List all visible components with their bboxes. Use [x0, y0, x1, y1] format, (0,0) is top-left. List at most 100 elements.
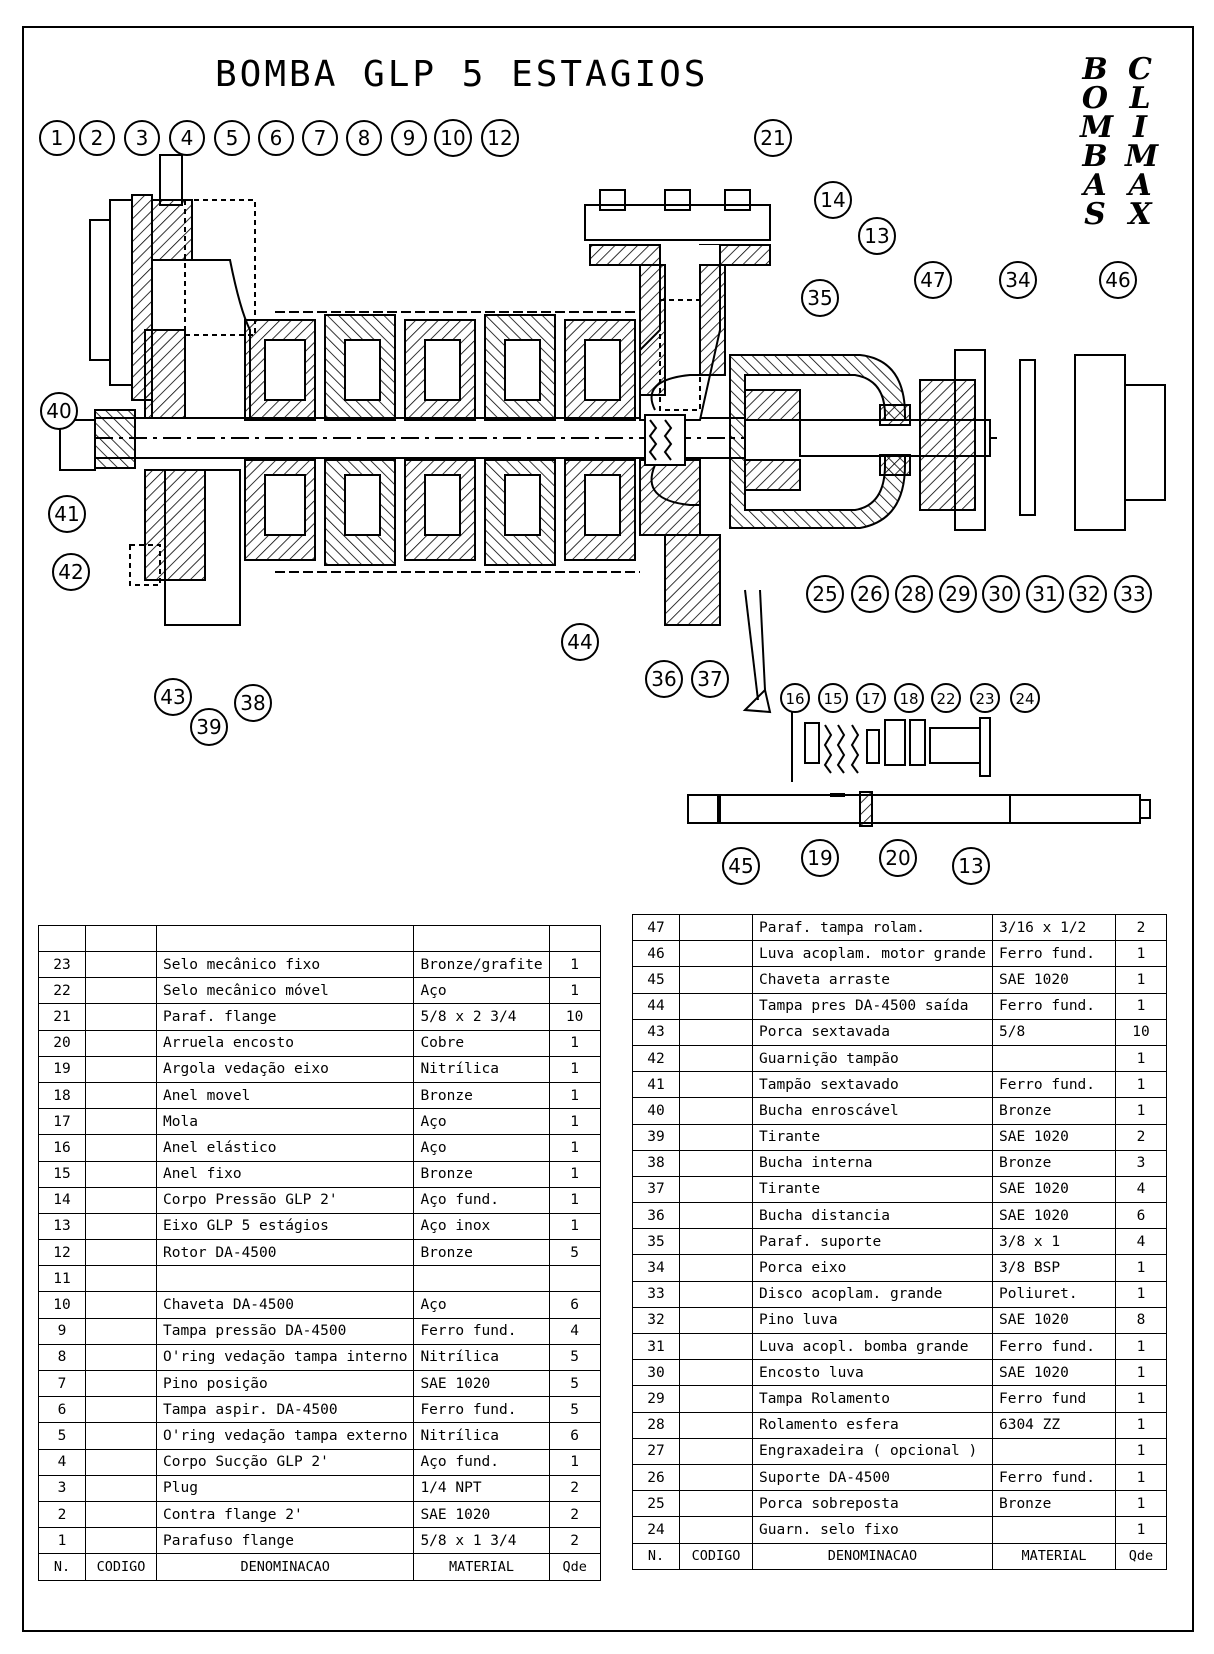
part-material: Poliuret. — [991, 1280, 1116, 1308]
column-header: DENOMINACAO — [752, 1542, 993, 1570]
part-material: 5/8 x 2 3/4 — [413, 1003, 550, 1031]
part-description — [155, 1265, 415, 1293]
part-quantity: 1 — [548, 1081, 601, 1110]
brand-letter: S — [1084, 197, 1106, 232]
part-material: SAE 1020 — [991, 1202, 1116, 1230]
callout-number: 33 — [1120, 582, 1145, 606]
callout-bubble: 18 — [894, 683, 924, 713]
part-code — [85, 1317, 157, 1345]
brand-letter: M — [1125, 139, 1159, 174]
part-material: Nitrílica — [413, 1055, 550, 1083]
callout-bubble: 43 — [154, 678, 192, 716]
callout-number: 18 — [899, 690, 918, 708]
part-quantity: 4 — [548, 1317, 601, 1345]
part-description: Porca eixo — [752, 1254, 993, 1282]
part-code — [85, 1448, 157, 1476]
callout-bubble: 41 — [48, 495, 86, 533]
part-quantity: 2 — [1114, 913, 1167, 942]
part-code — [679, 1385, 753, 1413]
part-material: Bronze — [991, 1149, 1116, 1177]
part-number: 29 — [632, 1385, 680, 1413]
part-quantity: 8 — [1114, 1306, 1167, 1335]
part-number: 25 — [632, 1490, 680, 1518]
callout-number: 46 — [1105, 268, 1130, 292]
part-description: O'ring vedação tampa interno — [155, 1343, 415, 1372]
callout-number: 28 — [901, 582, 926, 606]
table-blank-row — [38, 925, 601, 952]
part-code — [679, 1280, 753, 1308]
part-quantity: 1 — [548, 1212, 601, 1241]
part-quantity: 5 — [548, 1396, 601, 1424]
part-code — [679, 940, 753, 968]
drawing-frame — [22, 26, 1194, 1632]
callout-number: 5 — [226, 126, 239, 150]
callout-bubble: 28 — [895, 575, 933, 613]
part-number: 16 — [38, 1134, 86, 1162]
part-material: Ferro fund. — [991, 1332, 1116, 1361]
part-description: O'ring vedação tampa externo — [155, 1422, 415, 1450]
part-description: Porca sobreposta — [752, 1490, 993, 1518]
part-description: Anel elástico — [155, 1134, 415, 1162]
part-description: Bucha distancia — [752, 1202, 993, 1230]
part-material — [991, 1437, 1116, 1465]
part-description: Tampa Rolamento — [752, 1385, 993, 1413]
column-header: CODIGO — [679, 1542, 753, 1570]
part-description: Encosto luva — [752, 1359, 993, 1387]
callout-bubble: 8 — [346, 120, 382, 156]
part-quantity: 4 — [1114, 1175, 1167, 1204]
part-description: Paraf. flange — [155, 1003, 415, 1031]
column-header: MATERIAL — [991, 1542, 1116, 1570]
part-material: Nitrílica — [413, 1422, 550, 1450]
part-number: 31 — [632, 1332, 680, 1361]
part-code — [85, 1029, 157, 1057]
part-material: 3/8 BSP — [991, 1254, 1116, 1282]
part-number: 43 — [632, 1018, 680, 1046]
part-material: Aço — [413, 977, 550, 1005]
part-code — [679, 1254, 753, 1282]
callout-bubble: 29 — [939, 575, 977, 613]
part-number: 44 — [632, 992, 680, 1020]
part-number: 8 — [38, 1343, 86, 1372]
callout-number: 37 — [697, 667, 722, 691]
part-number: 27 — [632, 1437, 680, 1465]
brand-letter: O — [1081, 81, 1109, 116]
callout-number: 32 — [1075, 582, 1100, 606]
part-number: 22 — [38, 977, 86, 1005]
callout-bubble: 37 — [691, 660, 729, 698]
callout-number: 16 — [785, 690, 804, 708]
brand-letter: B — [1082, 139, 1108, 174]
part-quantity: 1 — [1114, 1411, 1167, 1439]
part-description: Chaveta arraste — [752, 966, 993, 994]
part-code — [85, 1212, 157, 1241]
callout-bubble: 13 — [858, 217, 896, 255]
part-code — [679, 1097, 753, 1125]
part-material: Bronze — [413, 1239, 550, 1267]
callout-bubble: 42 — [52, 553, 90, 591]
part-quantity: 1 — [548, 950, 601, 979]
part-code — [679, 1306, 753, 1335]
part-quantity: 1 — [1114, 1359, 1167, 1387]
part-description: Tampa aspir. DA-4500 — [155, 1396, 415, 1424]
callout-number: 19 — [807, 846, 832, 870]
part-description: Paraf. suporte — [752, 1228, 993, 1256]
part-number: 36 — [632, 1202, 680, 1230]
part-material — [991, 1516, 1116, 1544]
part-quantity — [548, 1265, 601, 1293]
part-description: Selo mecânico fixo — [155, 950, 415, 979]
part-quantity: 1 — [1114, 1097, 1167, 1125]
part-code — [679, 1175, 753, 1204]
part-description: Tirante — [752, 1175, 993, 1204]
part-code — [85, 1527, 157, 1555]
